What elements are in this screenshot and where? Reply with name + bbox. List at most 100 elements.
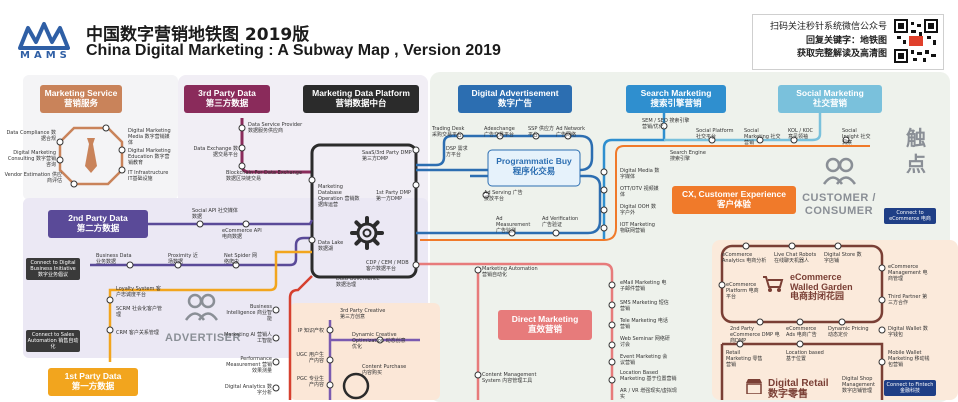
creative-station-label: UGC 用户生产内容 — [296, 352, 324, 364]
first-party-box[interactable]: 1st Party Data 第一方数据 — [48, 368, 138, 396]
connect-fintech-tag[interactable]: Connect to Fintech 金融科技 — [884, 380, 936, 396]
direct-station-label: SMS Marketing 短信营销 — [620, 300, 669, 312]
ad-station-label: Ad Serving 广告投放平台 — [484, 190, 523, 202]
service-station-label: Digital Marketing Consulting 数字营销咨询 — [7, 150, 56, 168]
advertiser-people-icon — [184, 293, 218, 321]
second-party-station-label: Social API 社交媒体数据 — [192, 208, 238, 220]
page-title-en: China Digital Marketing : A Subway Map ,… — [86, 42, 501, 59]
search-station-label: Social Insight 社交洞察 — [842, 128, 871, 146]
direct-station-label: AR / VR 增强现实/虚拟现实 — [620, 388, 677, 400]
platform-cn: 营销数据中台 — [335, 99, 387, 109]
second-party-station-label: eCommerce API 电商数据 — [222, 228, 262, 240]
media-station-label: Digital OOH 数字户外 — [620, 204, 657, 216]
service-station-label: Digital Marketing Media 数字营销媒体 — [128, 128, 171, 146]
retail-station-label: Digital Shop Management 数字店铺管理 — [842, 376, 875, 394]
search-station-label: Social Platform 社交平台 — [696, 128, 734, 140]
creative-station-label: IP 知识产权 — [297, 328, 324, 334]
second-party-station-label: Business Data 业务数据 — [96, 253, 132, 265]
digital-ad-lower-line — [416, 174, 602, 235]
customer-label-2: CONSUMER — [804, 205, 874, 217]
tie-icon — [85, 138, 97, 173]
connect-digital-business-tag[interactable]: Connect to Digital Business Initiative 数… — [26, 258, 80, 280]
programmatic-cn: 程序化交易 — [512, 167, 556, 177]
search-station-label: KOL / KOC 意见领袖 — [788, 128, 814, 140]
store-icon — [746, 379, 762, 394]
second-party-box[interactable]: 2nd Party Data 第二方数据 — [48, 210, 148, 238]
walled-station-label: eCommerce Platform 电商平台 — [726, 282, 759, 300]
creative-hub-icon — [342, 372, 370, 400]
search-box[interactable]: Search Marketing 搜索引擎营销 — [626, 85, 726, 113]
retail-label: Digital Retail 数字零售 — [768, 378, 838, 400]
platform-box[interactable]: Marketing Data Platform 营销数据中台 — [303, 85, 419, 113]
walled-station-label: Dynamic Pricing 动态定价 — [828, 326, 869, 338]
direct-station-label: Event Marketing 会议营销 — [620, 354, 668, 366]
platform-station-label: CDP / CEM / MDB 客户数据平台 — [366, 260, 409, 272]
third-party-station-label: Blockchain For Data Exchange 数据区块链交易 — [226, 170, 303, 182]
direct-station-label: Tele Marketing 电话营销 — [620, 318, 668, 330]
social-box[interactable]: Social Marketing 社交营销 — [778, 85, 882, 113]
third-party-en: 3rd Party Data — [198, 88, 256, 98]
retail-cn: 数字零售 — [768, 389, 808, 400]
walled-station-label: Live Chat Robots 在线聊天机器人 — [774, 252, 817, 264]
social-line — [664, 110, 822, 142]
service-octagon-line — [58, 126, 124, 186]
search-station-label: SEM / SEO 搜索引擎营销/优化 — [642, 118, 690, 130]
cx-cn: 客户体验 — [716, 200, 751, 210]
direct-station-label: Marketing Automation 营销自动化 — [482, 266, 538, 278]
retail-station-label: Retail Marketing 零售营销 — [726, 350, 763, 368]
marketing-service-box[interactable]: Marketing Service 营销服务 — [40, 85, 122, 113]
creative-station-label: Content Purchase 内容购买 — [362, 364, 407, 376]
walled-station-label: eCommerce Management 电商管理 — [888, 264, 928, 282]
cx-box[interactable]: CX, Customer Experience 客户体验 — [672, 186, 796, 214]
second-party-en: 2nd Party Data — [68, 213, 128, 223]
search-station-label: Search Engine 搜索引擎 — [670, 150, 706, 162]
third-party-station-label: Data Exchange 数据交易平台 — [193, 146, 238, 158]
second-party-station-label: Net Spider 网络爬虫 — [224, 253, 257, 265]
direct-station-label: eMail Marketing 电子邮件营销 — [620, 280, 667, 292]
platform-station-label: Marketing Database Operation 营销数据库运营 — [318, 184, 360, 208]
direct-box[interactable]: Direct Marketing 直效营销 — [498, 310, 592, 340]
third-party-cn: 第三方数据 — [205, 99, 249, 109]
first-party-station-label: Marketing AI 营销人工智能 — [224, 332, 272, 344]
first-party-line — [108, 250, 312, 362]
qr-panel: 扫码关注秒针系统微信公众号 回复关键字：地铁图 获取完整解读及高清图 — [752, 14, 944, 70]
social-en: Social Marketing — [796, 88, 864, 98]
walled-station-label: 2nd Party eCommerce DMP 电商DMP — [730, 326, 780, 344]
ad-station-label: Ad Measurement 广告监测 — [496, 216, 531, 234]
walled-cn: 电商封闭花园 — [790, 292, 845, 302]
direct-en: Direct Marketing — [511, 314, 579, 324]
service-station-label: Vendor Estimation 供应商评估 — [4, 172, 62, 184]
second-party-station-label: Proximity 近场数据 — [168, 253, 198, 265]
first-party-cn: 第一方数据 — [71, 382, 115, 392]
platform-station-label: Data Lake 数据湖 — [318, 240, 344, 252]
digital-ad-cn: 数字广告 — [497, 99, 532, 109]
platform-line-box — [310, 143, 418, 279]
third-party-box[interactable]: 3rd Party Data 第三方数据 — [184, 85, 270, 113]
gear-icon — [350, 216, 384, 250]
first-party-station-label: SCRM 社会化客户管理 — [116, 306, 163, 318]
qr-code-icon[interactable] — [893, 18, 939, 64]
search-cn: 搜索引擎营销 — [650, 99, 702, 109]
qr-line-1: 扫码关注秒针系统微信公众号 — [769, 22, 887, 32]
first-party-station-label: Performance Measurement 营销效果测量 — [226, 356, 272, 374]
touchpoint-label-1: 触 — [906, 126, 926, 150]
programmatic-label[interactable]: Programmatic Buy 程序化交易 — [492, 154, 576, 182]
digital-ad-box[interactable]: Digital Advertisement 数字广告 — [458, 85, 572, 113]
direct-line-2 — [416, 262, 614, 400]
walled-station-label: eCommerce Ads 电商广告 — [786, 326, 817, 338]
digital-ad-line — [416, 134, 594, 172]
touchpoint-label-2: 点 — [906, 152, 926, 176]
connect-ecommerce-tag[interactable]: Connect to eCommerce 电商 — [884, 208, 936, 224]
platform-station-label: SaaS/3rd Party DMP 第三方DMP — [362, 150, 412, 162]
region-commerce-bg — [712, 240, 958, 400]
retail-station-label: Location based 基于位置 — [786, 350, 824, 362]
media-station-label: Digital Media 数字媒体 — [620, 168, 660, 180]
walled-garden-label: eCommerce Walled Garden 电商封闭花园 — [790, 272, 870, 302]
connect-sales-automation-tag[interactable]: Connect to Sales Automation 销售自动化 — [26, 330, 80, 352]
first-party-station-label: CRM 客户关系管理 — [116, 330, 159, 336]
qr-line-3: 获取完整解读及高清图 — [796, 49, 887, 59]
third-party-station-label: Data Service Provider 数据服务供应商 — [248, 122, 303, 134]
cx-line — [420, 145, 870, 241]
direct-station-label: Web Seminar 网络研讨会 — [620, 336, 670, 348]
